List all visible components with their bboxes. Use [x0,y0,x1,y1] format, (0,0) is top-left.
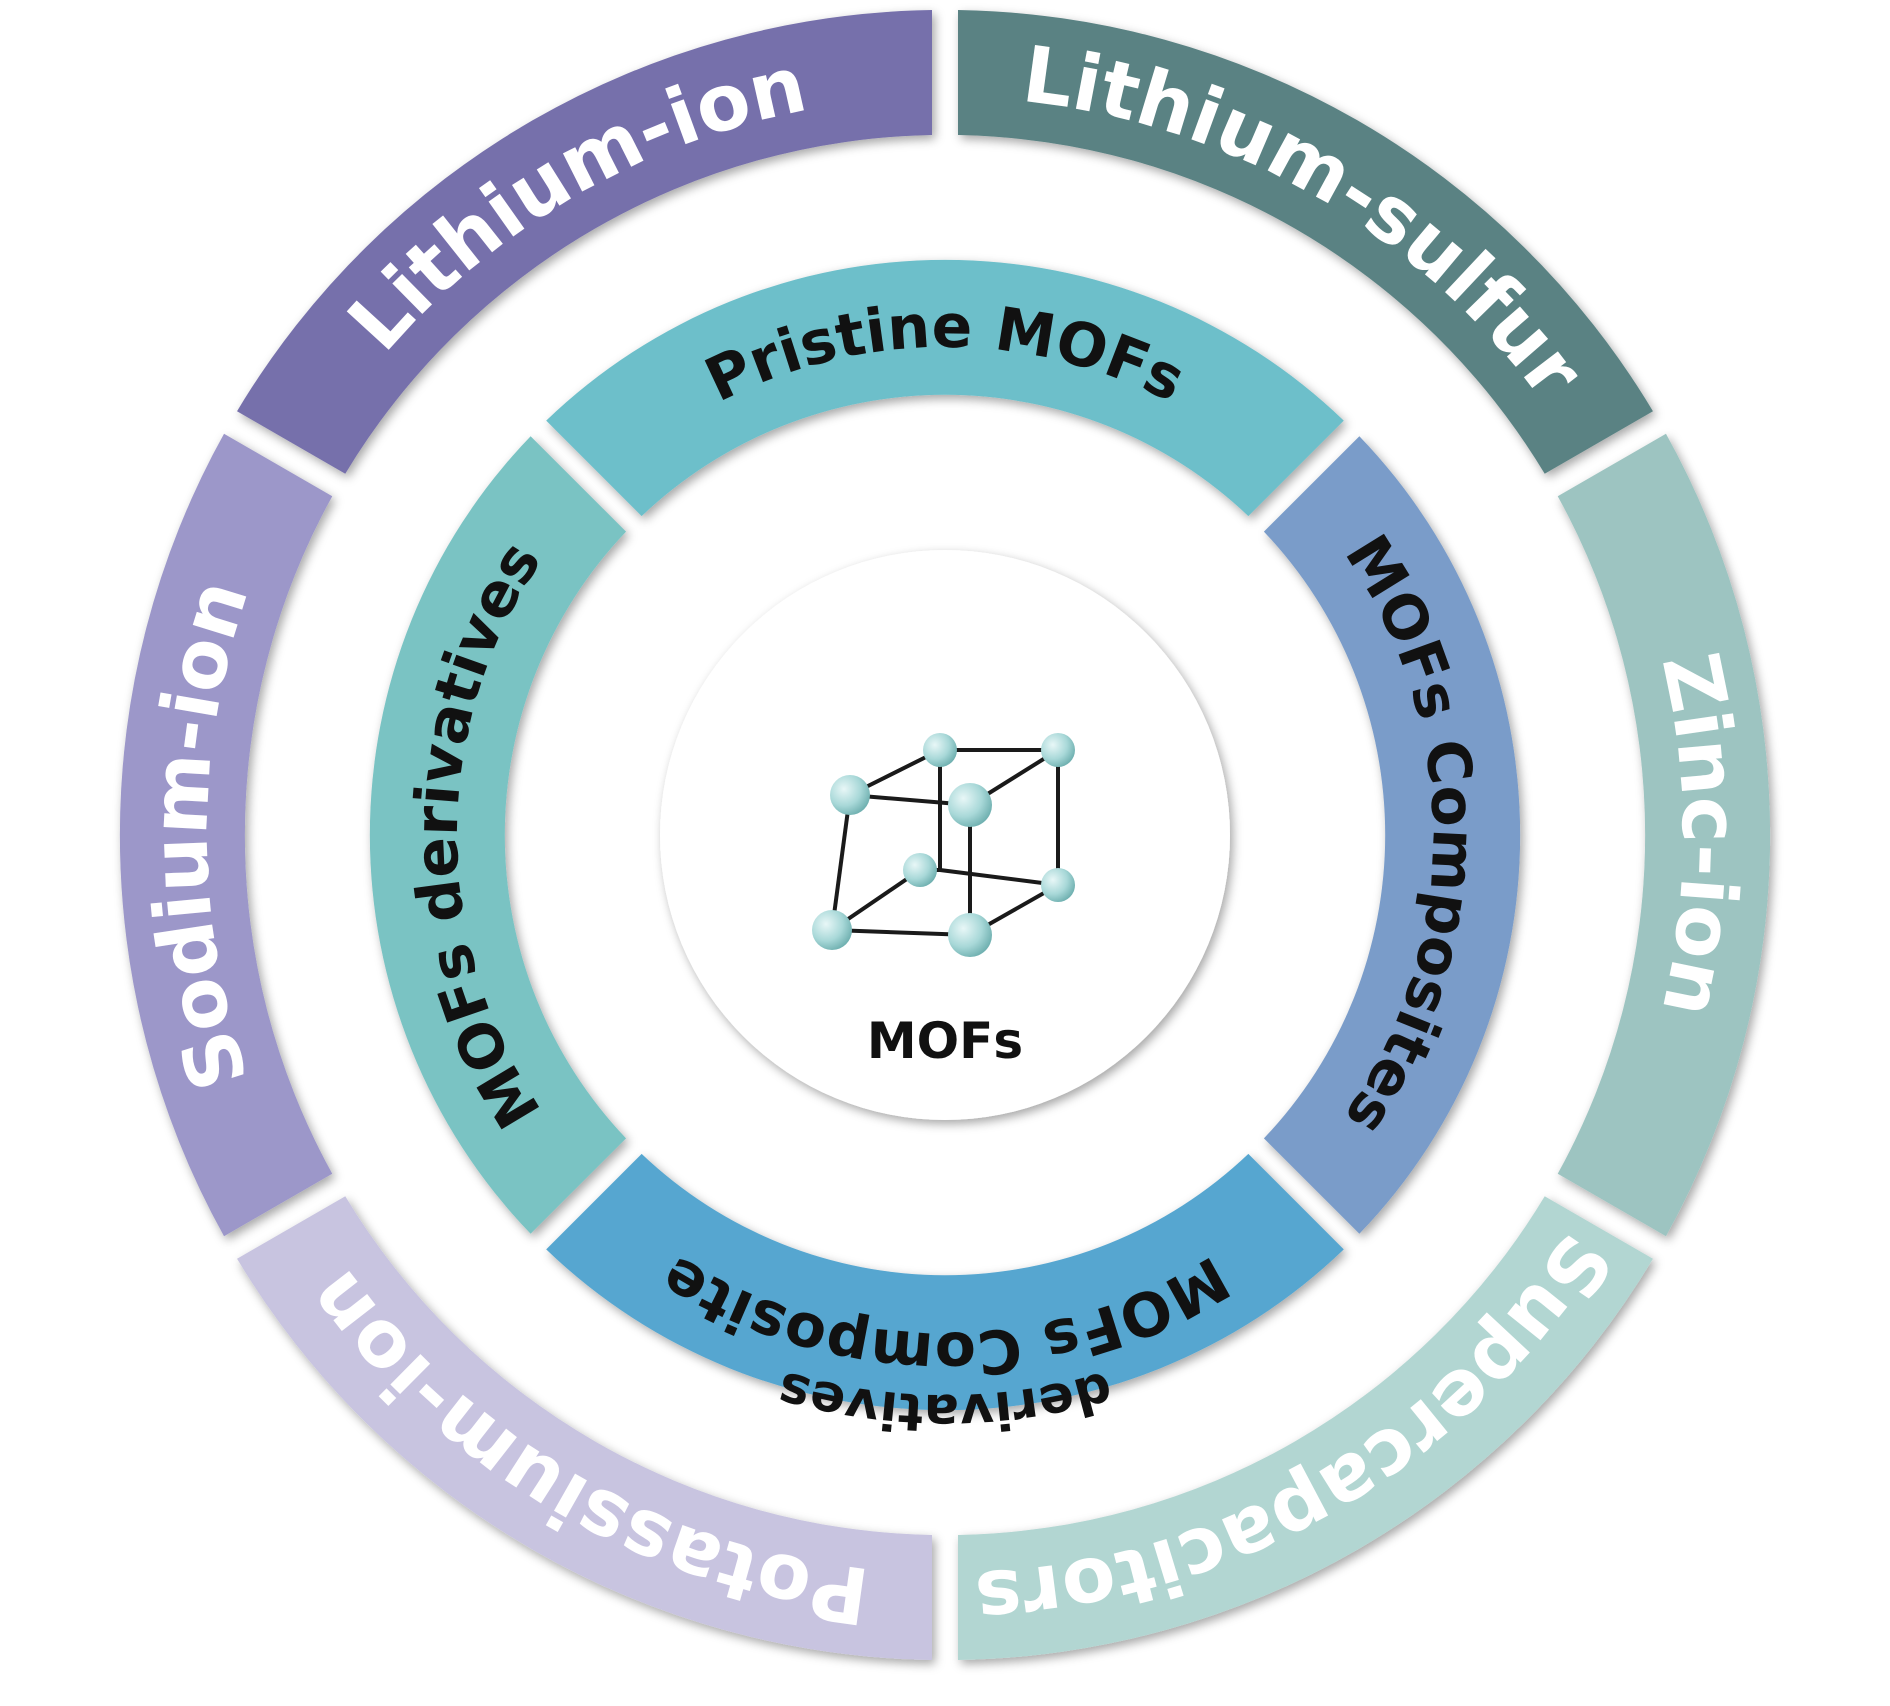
inner-segment-mofs-derivatives [369,436,627,1234]
lattice-node [903,853,937,887]
inner-segment-mofs-composites [1263,436,1521,1234]
center-disc [660,550,1230,1120]
lattice-node [1041,868,1075,902]
outer-segment-lithium-sulfur [958,10,1653,474]
crystal-lattice-icon [812,733,1075,957]
lattice-node [923,733,957,767]
lattice-node [948,783,992,827]
lattice-node [948,913,992,957]
inner-segment-pristine-mofs [546,259,1344,517]
lattice-node [830,775,870,815]
outer-segment-zinc-ion [1557,433,1771,1237]
outer-segment-lithium-ion [237,10,932,474]
lattice-node [812,910,852,950]
lattice-node [1041,733,1075,767]
inner-ring [369,259,1521,1411]
outer-segment-supercapacitors [958,1196,1653,1660]
center-label: MOFs [867,1012,1023,1070]
outer-ring [119,10,1771,1660]
inner-segment-mofs-composite-derivatives [546,1153,1344,1411]
outer-segment-sodium-ion [119,433,333,1237]
outer-segment-potassium-ion [237,1196,932,1660]
